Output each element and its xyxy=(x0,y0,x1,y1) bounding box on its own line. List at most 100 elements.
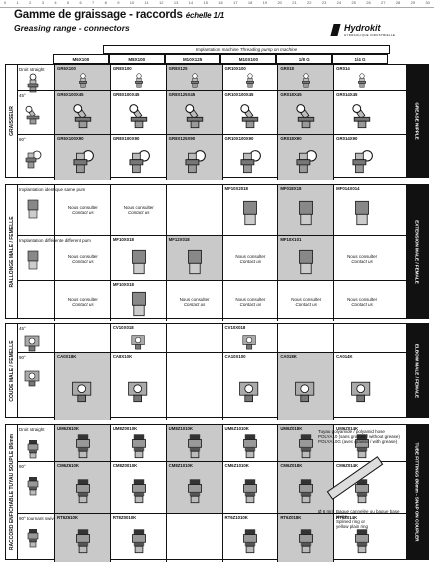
product-cell: RT8Z0010K xyxy=(109,514,167,562)
ruler-tick: 21 xyxy=(292,0,297,5)
product-cell: GR014X45 xyxy=(333,91,390,135)
ruler-tick: 29 xyxy=(410,0,416,5)
row-label: 90° tournant swivel xyxy=(19,516,58,521)
product-cell: GR018X90 xyxy=(277,135,335,180)
product-code: GR10X100 xyxy=(224,66,246,71)
product-code: CA0X18K xyxy=(57,354,77,359)
product-code: MF10X018 xyxy=(112,282,134,287)
product-cell: RT6Z610K xyxy=(54,514,111,562)
column-header: 1/4 G xyxy=(332,54,388,64)
product-cell: GR014 xyxy=(333,65,390,90)
product-code: RT6Z1010K xyxy=(224,515,248,520)
fitting-icon xyxy=(27,199,39,219)
section-right-label: GREASE NIPPLE xyxy=(406,65,428,177)
fitting-icon xyxy=(185,149,206,173)
product-code: CM8Z0010K xyxy=(112,463,138,468)
ruler-tick: 14 xyxy=(188,0,194,5)
product-cell: CA014K xyxy=(333,353,390,420)
fitting-icon xyxy=(296,104,315,129)
section-right-label: TUBE FITTINGS Ø6mm - SNAP ON COUPLER xyxy=(406,425,428,559)
product-cell: CM6Z610K xyxy=(54,462,111,514)
product-cell: GR018X45 xyxy=(277,91,335,135)
product-code: CA014K xyxy=(336,354,353,359)
ruler-tick: 5 xyxy=(66,0,70,5)
product-code: MF10X2018 xyxy=(224,186,248,191)
product-code: CM6Z610K xyxy=(57,463,79,468)
product-cell: RT6Z018K xyxy=(277,514,335,562)
product-cell xyxy=(165,324,223,352)
fitting-icon xyxy=(24,335,40,352)
section-2: RALLONGE MALE / FEMELLE EXTENSION MALE / … xyxy=(5,184,429,321)
product-cell: GR014X90 xyxy=(333,135,390,180)
product-cell: UM8Z0010K xyxy=(109,425,167,461)
fitting-icon xyxy=(73,149,94,173)
table-group-header: Implantation machine Threading pump on m… xyxy=(103,45,390,54)
fitting-icon xyxy=(243,529,258,554)
product-cell: GR10X100 xyxy=(221,65,279,90)
product-cell: GR8X125 xyxy=(165,65,223,90)
product-cell: GR8X100X90 xyxy=(109,135,167,180)
fitting-icon xyxy=(131,249,146,274)
row-illustration xyxy=(23,367,45,389)
fitting-icon xyxy=(25,150,42,169)
ruler-tick: 18 xyxy=(247,0,253,5)
fitting-icon xyxy=(355,479,369,504)
fitting-icon xyxy=(134,73,143,88)
product-cell: CA018K xyxy=(277,353,335,420)
column-header: 1/8 G xyxy=(276,54,333,64)
product-cell: RT6Z014K xyxy=(333,514,390,562)
fitting-icon xyxy=(355,529,369,554)
product-code: CV10X018 xyxy=(112,325,134,330)
fitting-icon xyxy=(127,381,147,402)
fitting-icon xyxy=(129,149,150,173)
scale-label: échelle 1/1 xyxy=(185,11,224,20)
product-code: GR8X100 xyxy=(112,66,132,71)
row-illustration xyxy=(23,250,45,272)
fitting-icon xyxy=(239,381,259,402)
section-left-label: RALLONGE MALE / FEMELLE xyxy=(6,185,18,318)
row-label: 90° xyxy=(19,464,26,469)
product-code: GR8X100X90 xyxy=(112,136,140,141)
row-label: 45° xyxy=(19,93,26,98)
fitting-icon xyxy=(27,440,39,459)
row-illustration xyxy=(23,528,45,550)
fitting-icon xyxy=(73,104,92,129)
product-code: UM6Z018K xyxy=(280,426,303,431)
ruler-tick: 25 xyxy=(351,0,356,5)
fitting-icon xyxy=(299,434,314,459)
fitting-icon xyxy=(131,479,146,504)
fitting-icon xyxy=(243,434,258,459)
product-cell: CM8Z1010K xyxy=(165,462,223,514)
product-cell: UM6Z018K xyxy=(277,425,335,461)
fitting-icon xyxy=(352,149,373,173)
section-right-label: EXTENSION MALE / FEMALE xyxy=(406,185,428,318)
fitting-icon xyxy=(240,104,259,129)
fitting-icon xyxy=(242,335,257,350)
ruler-tick: 2 xyxy=(29,0,32,5)
fitting-icon xyxy=(302,73,311,88)
product-cell: GR6X100X45 xyxy=(54,91,111,135)
product-cell: GR8X125X90 xyxy=(165,135,223,180)
fitting-icon xyxy=(76,529,90,554)
ruler-tick: 16 xyxy=(218,0,223,5)
product-code: GR10X100X45 xyxy=(224,92,254,97)
product-cell xyxy=(54,324,111,352)
row-illustration xyxy=(23,199,45,221)
fitting-icon xyxy=(27,250,39,270)
